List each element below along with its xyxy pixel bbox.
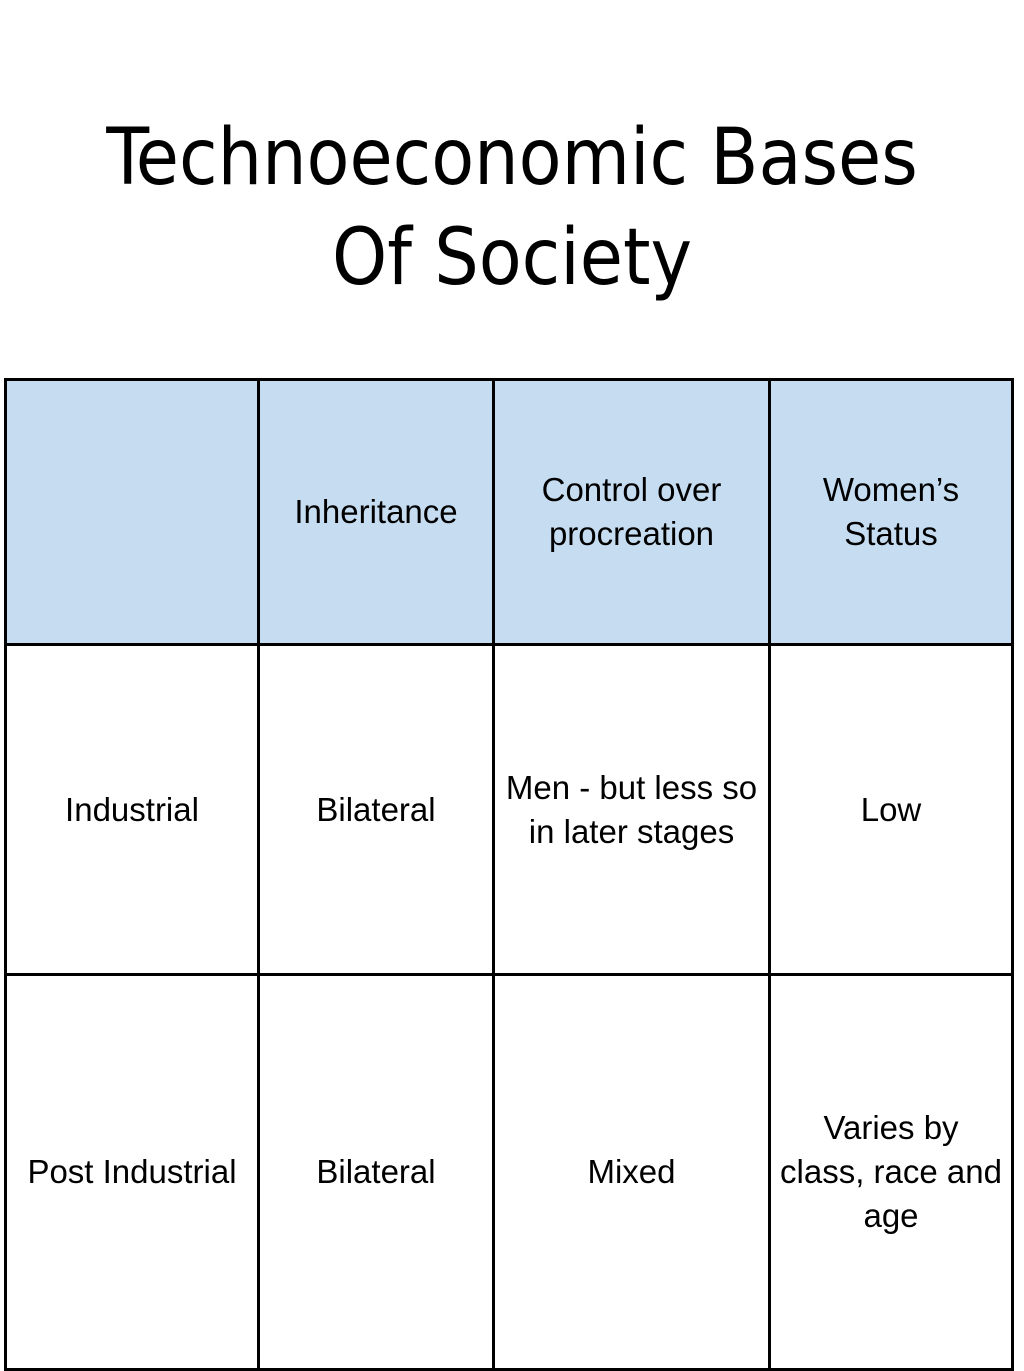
table-row-industrial: Industrial Bilateral Men - but less so i…: [4, 643, 1014, 976]
table-row-post-industrial: Post Industrial Bilateral Mixed Varies b…: [4, 973, 1014, 1371]
row-label-post-industrial: Post Industrial: [4, 973, 260, 1371]
cell-industrial-control-over-procreation: Men - but less so in later stages: [492, 643, 771, 976]
cell-post-industrial-control-over-procreation: Mixed: [492, 973, 771, 1371]
header-cell-control-over-procreation: Control over procreation: [492, 378, 771, 646]
page-title: Technoeconomic Bases Of Society: [106, 113, 918, 303]
technoeconomic-bases-table: Inheritance Control over procreation Wom…: [4, 378, 1014, 1371]
table-header-row: Inheritance Control over procreation Wom…: [4, 378, 1014, 646]
header-cell-womens-status: Women’s Status: [768, 378, 1014, 646]
header-cell-corner: [4, 378, 260, 646]
cell-post-industrial-inheritance: Bilateral: [257, 973, 495, 1371]
row-label-industrial: Industrial: [4, 643, 260, 976]
technoeconomic-bases-table-wrapper: Inheritance Control over procreation Wom…: [4, 378, 1014, 1371]
cell-industrial-inheritance: Bilateral: [257, 643, 495, 976]
cell-post-industrial-womens-status: Varies by class, race and age: [768, 973, 1014, 1371]
cell-industrial-womens-status: Low: [768, 643, 1014, 976]
header-cell-inheritance: Inheritance: [257, 378, 495, 646]
